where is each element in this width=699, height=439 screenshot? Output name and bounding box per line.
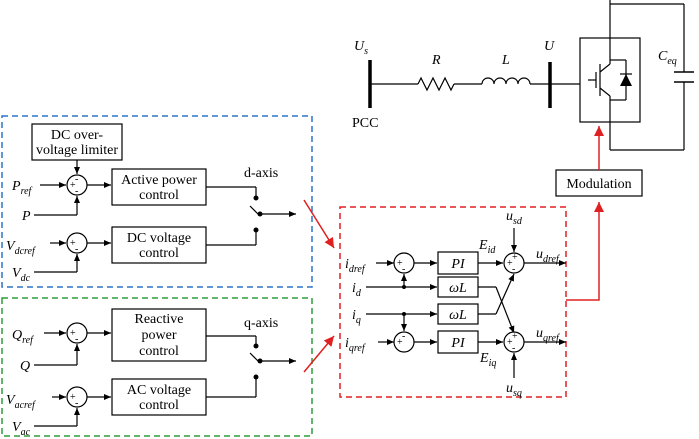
inner-current-loop-frame xyxy=(339,206,567,398)
dc-voltage-control-box xyxy=(111,226,207,264)
sign-minus: - xyxy=(75,244,78,255)
capacitor-label: Ceq xyxy=(658,49,677,67)
pi-d-label: PI xyxy=(450,257,466,272)
sign-plus: + xyxy=(70,238,76,249)
pi-q-label: PI xyxy=(450,336,466,351)
sign-minus: - xyxy=(75,186,78,197)
dc-voltage-label-line1: DC voltage xyxy=(127,231,191,246)
d-axis-label: d-axis xyxy=(244,166,278,181)
input-q-ref: Qref xyxy=(12,328,34,346)
reactive-power-control-box xyxy=(111,308,207,362)
sign-minus: - xyxy=(75,398,78,409)
d-axis-to-inner-loop-arrow xyxy=(303,199,335,249)
pcc-label: PCC xyxy=(352,116,378,131)
resistor-symbol xyxy=(417,76,455,92)
q-axis-outer-loop-frame xyxy=(1,297,313,437)
sign-minus: - xyxy=(512,343,515,354)
e-iq-label: Eiq xyxy=(479,351,496,369)
e-id-label: Eid xyxy=(478,238,496,256)
i-dref-label: idref xyxy=(345,257,366,275)
input-v-dcref: Vdcref xyxy=(6,239,36,257)
ac-voltage-label-line1: AC voltage xyxy=(127,383,191,398)
i-qref-label: iqref xyxy=(345,336,366,354)
sign-plus: + xyxy=(70,328,76,339)
active-power-control-box xyxy=(111,168,207,206)
limiter-label-line1: DC over- xyxy=(51,128,104,143)
power-stage: Us PCC R L U xyxy=(352,0,694,151)
reactive-power-label-line1: Reactive xyxy=(135,312,184,327)
input-v-acref: Vacref xyxy=(6,393,36,411)
sign-minus: - xyxy=(512,264,515,275)
sign-plus: + xyxy=(507,258,513,269)
sign-plus: + xyxy=(397,258,403,269)
d-axis-selector-switch xyxy=(206,186,296,246)
modulation-box xyxy=(555,169,643,197)
sign-minus: - xyxy=(75,334,78,345)
input-v-dc: Vdc xyxy=(12,266,31,284)
reactive-power-label-line2: power xyxy=(142,328,177,343)
bus-us-label: Us xyxy=(354,39,368,57)
sign-minus: - xyxy=(75,174,78,185)
ac-voltage-control-box xyxy=(111,378,207,416)
u-sq-label: usq xyxy=(506,381,522,399)
sign-minus: - xyxy=(402,264,405,275)
dc-voltage-label-line2: control xyxy=(139,246,179,261)
q-axis-label: q-axis xyxy=(244,316,278,331)
modulation-label: Modulation xyxy=(566,177,631,192)
active-power-label-line1: Active power xyxy=(121,173,197,188)
u-dref-label: udref xyxy=(536,247,560,265)
resistor-label: R xyxy=(431,53,441,68)
inner-loop-to-modulation-arrow xyxy=(566,202,604,301)
reactive-power-label-line3: control xyxy=(139,344,179,359)
d-axis-outer-loop-frame xyxy=(1,115,313,288)
ac-voltage-label-line2: control xyxy=(139,398,179,413)
u-sd-label: usd xyxy=(506,209,523,227)
i-d-label: id xyxy=(352,281,362,299)
sign-plus: + xyxy=(397,337,403,348)
sign-plus: + xyxy=(512,331,518,342)
bus-u-label: U xyxy=(544,39,555,54)
igbt-switch-icon xyxy=(588,38,632,122)
input-p-ref: Pref xyxy=(11,179,33,197)
sign-plus: + xyxy=(70,180,76,191)
q-axis-selector-switch xyxy=(206,335,296,398)
omega-l-d-label: ωL xyxy=(449,281,467,296)
input-p: P xyxy=(21,209,31,224)
inductor-label: L xyxy=(501,53,510,68)
sign-plus: + xyxy=(70,392,76,403)
input-q: Q xyxy=(20,359,30,374)
sign-minus: - xyxy=(402,331,405,342)
i-q-label: iq xyxy=(352,308,361,326)
input-v-ac: Vac xyxy=(12,420,31,438)
sign-plus: + xyxy=(512,252,518,263)
active-power-label-line2: control xyxy=(139,188,179,203)
sign-plus: + xyxy=(507,337,513,348)
limiter-label-line2: voltage limiter xyxy=(36,143,118,158)
u-qref-label: uqref xyxy=(536,326,560,344)
omega-l-q-label: ωL xyxy=(449,308,467,323)
q-axis-to-inner-loop-arrow xyxy=(303,335,335,373)
inductor-symbol xyxy=(481,77,531,85)
